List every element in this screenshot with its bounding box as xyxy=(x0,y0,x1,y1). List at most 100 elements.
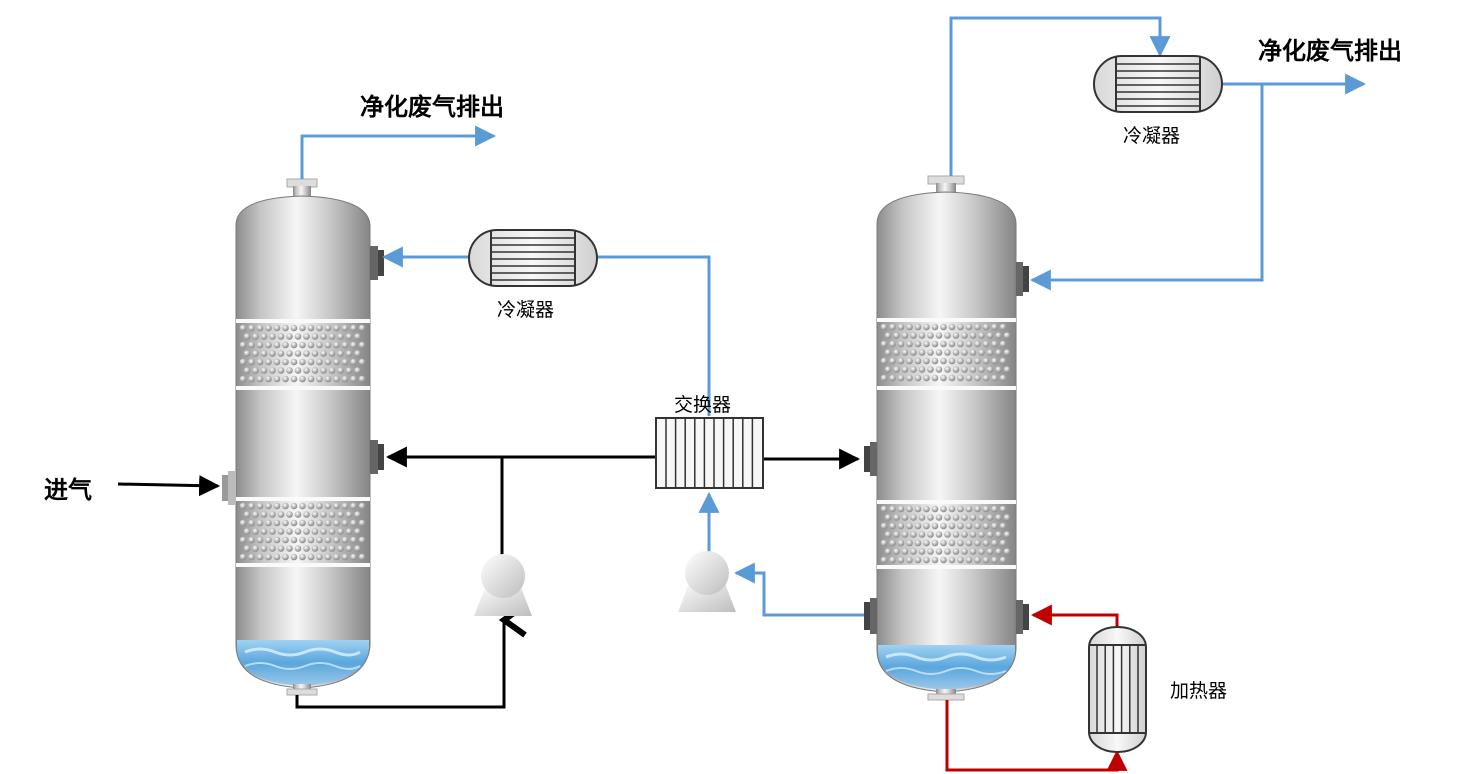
packing-sphere xyxy=(986,349,994,356)
packing-sphere xyxy=(341,358,349,366)
packing-sphere xyxy=(969,349,977,356)
packing-sphere xyxy=(948,323,956,331)
packing-sphere xyxy=(303,545,310,552)
packing-sphere xyxy=(252,545,259,552)
packing-sphere xyxy=(324,536,332,544)
packing-sphere xyxy=(940,522,947,530)
packing-sphere xyxy=(884,366,892,373)
packing-sphere xyxy=(910,531,917,538)
packing-sphere xyxy=(944,366,951,373)
packing-sphere xyxy=(884,514,892,521)
pipe-exchanger-to-condenser-left xyxy=(597,255,711,416)
packing-sphere xyxy=(931,539,939,547)
packing-sphere xyxy=(299,519,306,527)
packing-sphere xyxy=(906,340,913,348)
packing-sphere xyxy=(999,323,1007,331)
packing-sphere xyxy=(880,556,888,564)
packing-sphere xyxy=(965,374,973,382)
packing-sphere xyxy=(906,505,913,513)
packing-sphere xyxy=(901,332,909,339)
packing-sphere xyxy=(931,556,939,564)
packing-sphere xyxy=(948,522,956,530)
packing-sphere xyxy=(256,502,264,510)
packing-sphere xyxy=(889,505,896,513)
packing-sphere xyxy=(991,539,998,547)
packing-sphere xyxy=(957,556,964,564)
packing-sphere xyxy=(884,349,892,356)
packing-sphere xyxy=(243,333,251,340)
packing-sphere xyxy=(969,332,977,339)
packing-sphere xyxy=(986,548,994,555)
packing-sphere xyxy=(918,531,926,538)
packing-sphere xyxy=(354,350,361,357)
packing-sphere xyxy=(944,349,951,356)
packing-sphere xyxy=(269,367,276,374)
packing-sphere xyxy=(982,340,990,348)
packing-sphere xyxy=(897,522,905,530)
packing-sphere xyxy=(256,536,264,544)
packing-sphere xyxy=(995,514,1002,521)
packing-sphere xyxy=(277,545,285,552)
packing-sphere xyxy=(260,545,268,552)
packing-sphere xyxy=(1003,332,1011,339)
packing-sphere xyxy=(982,357,990,365)
packing-sphere xyxy=(948,357,956,365)
label-exhaust-left: 净化废气排出 xyxy=(360,93,504,121)
packing-sphere xyxy=(893,349,900,356)
packing-sphere xyxy=(252,333,259,340)
packing-sphere xyxy=(282,358,289,366)
packing-sphere xyxy=(982,374,990,382)
packing-sphere xyxy=(931,323,939,331)
packing-sphere xyxy=(927,332,934,339)
packing-sphere xyxy=(269,528,276,535)
packing-sphere xyxy=(358,341,366,349)
packing-sphere xyxy=(294,350,302,357)
packing-sphere xyxy=(239,375,247,383)
packing-sphere xyxy=(277,350,285,357)
packing-sphere xyxy=(354,511,361,518)
packing-sphere xyxy=(978,332,985,339)
packing-sphere xyxy=(931,522,939,530)
packing-sphere xyxy=(901,548,909,555)
pump-right xyxy=(678,551,736,612)
packing-sphere xyxy=(341,502,349,510)
packing-sphere xyxy=(320,350,327,357)
packing-sphere xyxy=(918,366,926,373)
packing-sphere xyxy=(940,556,947,564)
packing-sphere xyxy=(999,505,1007,513)
packing-sphere xyxy=(889,539,896,547)
packing-sphere xyxy=(337,511,344,518)
packing-sphere xyxy=(1003,531,1011,538)
packing-sphere xyxy=(239,341,247,349)
packing-sphere xyxy=(265,375,272,383)
packing-sphere xyxy=(345,511,353,518)
packing-sphere xyxy=(910,514,917,521)
packing-sphere xyxy=(294,511,302,518)
packing-bed-upper-left xyxy=(239,324,366,383)
packing-sphere xyxy=(1003,349,1011,356)
packing-sphere xyxy=(294,367,302,374)
packing-sphere xyxy=(239,502,247,510)
absorber-column-left xyxy=(222,178,384,696)
packing-sphere xyxy=(337,367,344,374)
packing-sphere xyxy=(991,323,998,331)
packing-sphere xyxy=(923,539,930,547)
packing-sphere xyxy=(303,333,310,340)
packing-sphere xyxy=(952,548,960,555)
packing-sphere xyxy=(345,528,353,535)
packing-sphere xyxy=(906,323,913,331)
packing-sphere xyxy=(952,514,960,521)
packing-sphere xyxy=(940,323,947,331)
packing-sphere xyxy=(316,536,323,544)
packing-sphere xyxy=(248,519,255,527)
packing-sphere xyxy=(341,324,349,332)
packing-sphere xyxy=(957,505,964,513)
packing-sphere xyxy=(243,528,251,535)
packing-sphere xyxy=(893,548,900,555)
packing-sphere xyxy=(294,545,302,552)
packing-sphere xyxy=(350,324,357,332)
packing-sphere xyxy=(328,333,336,340)
packing-sphere xyxy=(333,553,340,561)
pipe-left-bottom-to-pump xyxy=(295,602,527,709)
packing-sphere xyxy=(965,522,973,530)
